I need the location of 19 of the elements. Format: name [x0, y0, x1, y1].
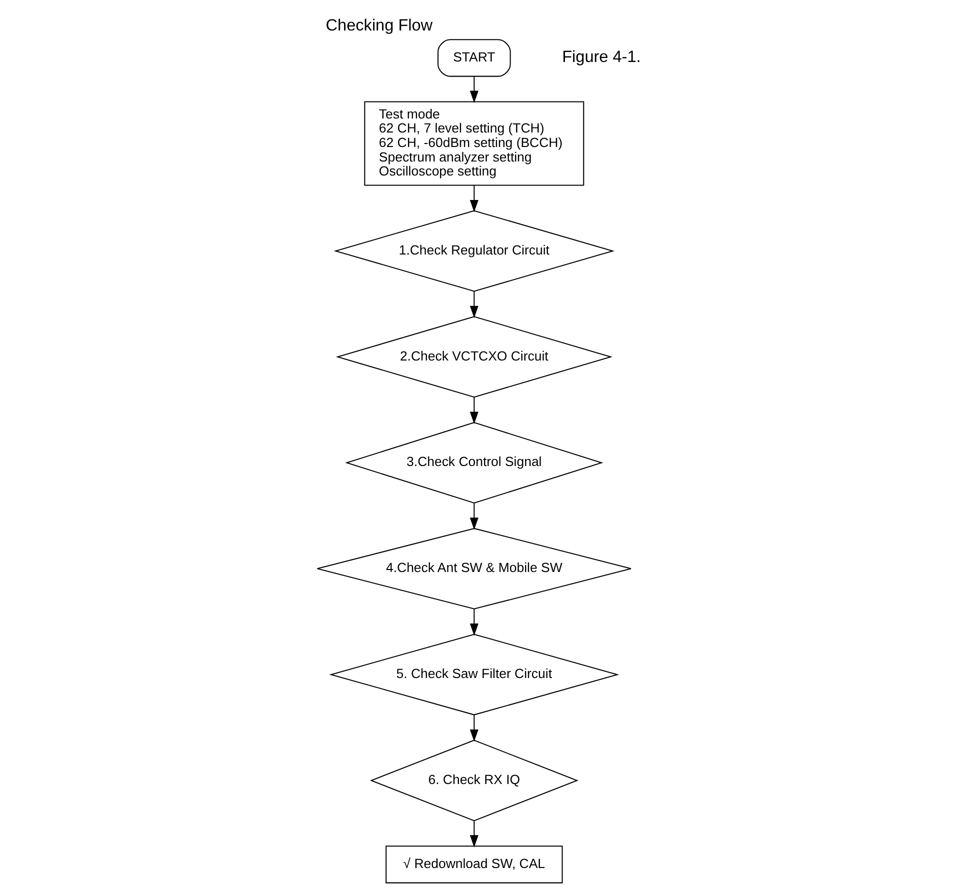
arrow	[470, 608, 478, 636]
arrow	[470, 714, 478, 742]
node-box: START	[438, 39, 511, 77]
node-diamond: 1.Check Regulator Circuit	[334, 210, 615, 292]
node-box: √ Redownload SW, CAL	[386, 846, 563, 884]
node-diamond: 2.Check VCTCXO Circuit	[336, 316, 612, 398]
node-diamond: 3.Check Control Signal	[345, 422, 604, 504]
node-box: Test mode 62 CH, 7 level setting (TCH) 62 CH, -60dBm setting (BCCH) Spectrum analyzer setting Oscilloscope setting	[364, 101, 584, 186]
arrow	[470, 821, 478, 848]
node-diamond: 6. Check RX IQ	[370, 740, 578, 822]
arrow	[470, 291, 478, 318]
arrow	[470, 76, 478, 103]
node-diamond: 5. Check Saw Filter Circuit	[329, 634, 620, 716]
label: Figure 4-1.	[562, 48, 641, 66]
arrow	[470, 397, 478, 424]
diagram-title: Checking Flow	[326, 16, 433, 34]
node-diamond: 4.Check Ant SW & Mobile SW	[316, 528, 632, 610]
arrow	[470, 503, 478, 530]
arrow	[470, 185, 478, 212]
